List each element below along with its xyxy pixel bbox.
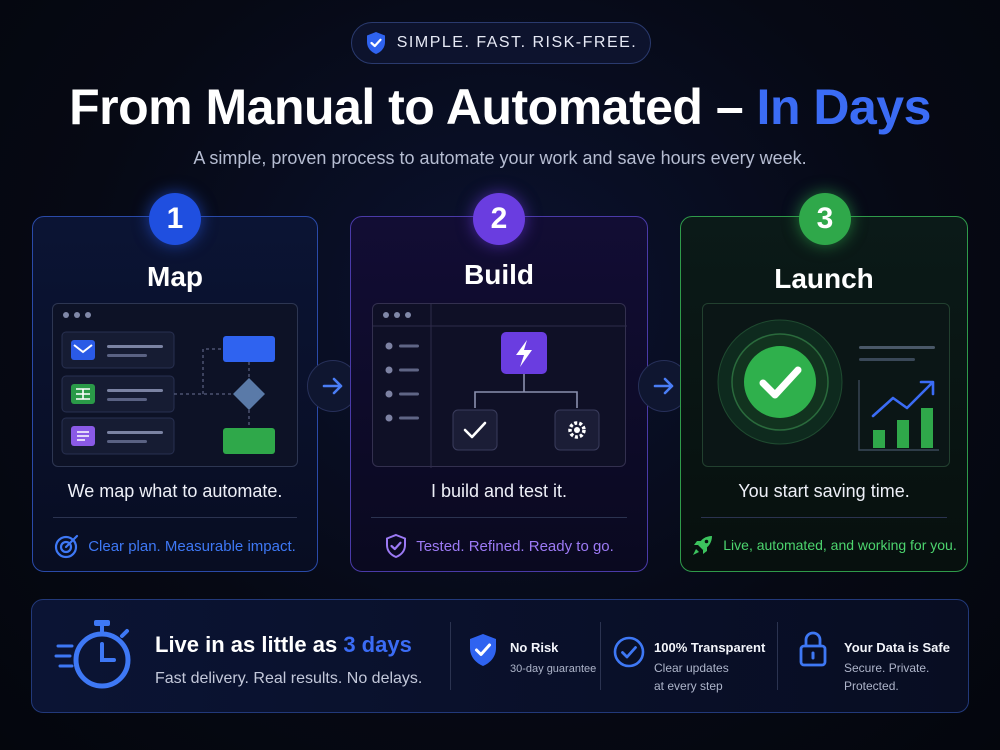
feature-subtitle: Clear updates at every step: [654, 659, 729, 695]
gear-node: [554, 409, 600, 451]
lightning-node: [501, 332, 547, 374]
check-circle-icon: [613, 636, 645, 668]
title-main: From Manual to Automated –: [69, 79, 757, 135]
arrow-right-icon: [653, 377, 674, 395]
divider: [450, 622, 451, 690]
step-card-launch: 3 Launch You start saving time. Live, au…: [680, 193, 968, 572]
divider: [600, 622, 601, 690]
step-description: We map what to automate.: [67, 481, 283, 501]
feature-title: No Risk: [510, 640, 559, 655]
step-footer: Clear plan. Measurable impact.: [33, 533, 317, 559]
delivery-title-highlight: 3 days: [343, 632, 412, 657]
feature-subtitle-line: Secure. Private.: [844, 661, 930, 675]
tagline-pill: SIMPLE. FAST. RISK-FREE.: [351, 22, 651, 64]
feature-subtitle-line: Protected.: [844, 679, 899, 693]
feature-subtitle: Secure. Private. Protected.: [844, 659, 929, 695]
delivery-title: Live in as little as 3 days: [155, 632, 412, 658]
feature-title: 100% Transparent: [654, 640, 766, 655]
feature-subtitle-line: Clear updates: [654, 661, 729, 675]
email-icon: [71, 340, 95, 360]
title-highlight: In Days: [756, 79, 932, 135]
window-dots: [63, 312, 91, 318]
tagline-text: SIMPLE. FAST. RISK-FREE.: [396, 34, 638, 51]
step-number-badge: 3: [799, 193, 851, 245]
shield-check-icon: [470, 634, 496, 666]
card-divider: [53, 517, 297, 518]
spreadsheet-icon: [71, 384, 95, 404]
step-footer-text: Tested. Refined. Ready to go.: [416, 537, 614, 555]
step-number-badge: 1: [149, 193, 201, 245]
feature-subtitle: 30-day guarantee: [510, 663, 597, 675]
step-title: Launch: [774, 263, 874, 294]
card-divider: [701, 517, 947, 518]
step-title: Build: [464, 259, 534, 290]
launch-illustration: [702, 303, 950, 467]
step-description: I build and test it.: [430, 481, 568, 501]
page-subtitle: A simple, proven process to automate you…: [193, 148, 807, 168]
page-title: From Manual to Automated – In Days: [0, 78, 1000, 136]
feature-title: Your Data is Safe: [844, 640, 950, 655]
step-card-map: 1 Map We map what to automate.: [32, 193, 318, 572]
stopwatch-icon: [54, 620, 131, 689]
delivery-banner: Live in as little as 3 days Fast deliver…: [31, 599, 969, 713]
step-title: Map: [147, 261, 203, 292]
divider: [777, 622, 778, 690]
feature-subtitle-line: at every step: [654, 679, 723, 693]
check-node: [452, 409, 498, 451]
step-footer: Live, automated, and working for you.: [681, 533, 967, 557]
step-footer: Tested. Refined. Ready to go.: [351, 533, 647, 559]
step-number-badge: 2: [473, 193, 525, 245]
step-footer-text: Clear plan. Measurable impact.: [88, 537, 296, 555]
shield-check-icon: [366, 32, 385, 54]
build-illustration: [372, 303, 627, 468]
card-divider: [371, 517, 627, 518]
arrow-right-icon: [322, 377, 343, 395]
lock-icon: [799, 631, 827, 667]
delivery-title-main: Live in as little as: [155, 632, 344, 657]
delivery-subtitle: Fast delivery. Real results. No delays.: [155, 670, 423, 687]
step-card-build: 2 Build I build and test it. Tested. Ref…: [350, 193, 648, 572]
workflow-map-illustration: [52, 303, 298, 467]
step-footer-text: Live, automated, and working for you.: [723, 537, 957, 553]
rocket-icon: [693, 536, 713, 555]
step-description: You start saving time.: [738, 481, 910, 501]
shield-check-icon: [386, 533, 407, 559]
target-icon: [55, 534, 79, 559]
document-icon: [71, 426, 95, 446]
window-dots: [383, 312, 411, 318]
